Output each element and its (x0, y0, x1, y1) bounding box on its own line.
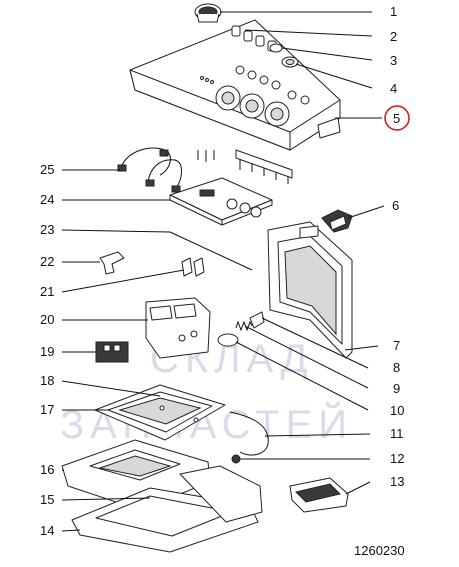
latch (249, 311, 265, 329)
drawing-code: 1260230 (354, 543, 405, 558)
selector-cap (99, 251, 125, 275)
callout-3: 3 (390, 53, 397, 68)
callout-1: 1 (390, 4, 397, 19)
callout-12: 12 (390, 451, 404, 466)
callout-24: 24 (40, 192, 54, 207)
drain-hose (229, 411, 269, 456)
compression-spring (235, 320, 253, 332)
callout-8: 8 (393, 360, 400, 375)
callout-22: 22 (40, 254, 54, 269)
callout-14: 14 (40, 523, 54, 538)
callout-10: 10 (390, 403, 404, 418)
callouts-left: 25 24 23 22 21 20 19 18 17 16 15 14 (40, 162, 54, 538)
callout-9: 9 (393, 381, 400, 396)
callout-19: 19 (40, 344, 54, 359)
door-switch (95, 341, 129, 363)
highlight-circle (384, 105, 410, 131)
callout-21: 21 (40, 284, 54, 299)
callout-13: 13 (390, 474, 404, 489)
panel-mounting-pins (197, 149, 293, 184)
callout-23: 23 (40, 222, 54, 237)
callout-6: 6 (392, 198, 399, 213)
callout-16: 16 (40, 462, 54, 477)
callout-2: 2 (390, 29, 397, 44)
leader-lines (61, 11, 385, 532)
callout-7: 7 (393, 338, 400, 353)
callout-18: 18 (40, 373, 54, 388)
callout-4: 4 (390, 81, 397, 96)
lid-frame (267, 221, 353, 359)
callout-15: 15 (40, 492, 54, 507)
filler-cap (217, 333, 239, 347)
electronic-control-board (169, 177, 273, 226)
wiring-harness (117, 147, 182, 193)
lid-hinge (321, 209, 353, 233)
mounting-bracket (289, 477, 349, 513)
cabinet-base (71, 465, 263, 553)
callout-11: 11 (390, 426, 404, 441)
top-frame-gasket (94, 384, 226, 441)
callout-17: 17 (40, 402, 54, 417)
callout-25: 25 (40, 162, 54, 177)
detergent-dispenser (145, 297, 211, 359)
control-panel-housing (129, 19, 341, 151)
callout-5: 5 (393, 111, 400, 126)
callout-20: 20 (40, 312, 54, 327)
fixing-nut (231, 454, 241, 464)
main-knob (194, 3, 222, 23)
small-knobs (269, 43, 299, 68)
spring-clips (181, 257, 205, 277)
callouts-right: 1 2 3 4 5 6 7 8 9 10 11 12 13 (390, 4, 404, 489)
support-rod (169, 231, 253, 271)
